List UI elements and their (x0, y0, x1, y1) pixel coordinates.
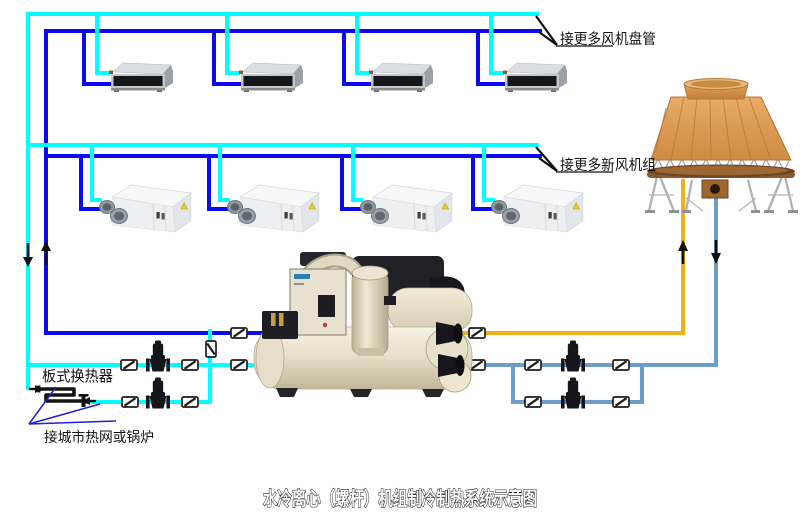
valve-icon (523, 395, 543, 409)
pump-icon (561, 377, 585, 409)
valve-icon (523, 358, 543, 372)
flow-arrow-left-icon (82, 397, 90, 405)
valve-icon (229, 358, 249, 372)
valve-icon (229, 326, 249, 340)
valve-icon (119, 358, 139, 372)
condenser-outlet-nozzle (453, 323, 463, 344)
valve-icon (467, 326, 487, 340)
fresh-air-unit-3 (360, 184, 453, 233)
valve-icon (611, 358, 631, 372)
flow-arrow-down-icon (23, 257, 33, 267)
cooling-water-supply-pipe (460, 179, 685, 335)
condenser-inlet-nozzle (455, 355, 465, 376)
valve-icon (204, 339, 218, 359)
pump-icon (561, 340, 585, 372)
chilled-return-main (44, 29, 542, 335)
label-more-fresh-air-units: 接更多新风机组 (560, 157, 656, 174)
diagram-title: 水冷离心（螺杆）机组制冷制热系统示意图 (263, 487, 537, 510)
flow-arrows (23, 240, 721, 405)
fresh-air-unit-1 (99, 184, 192, 233)
fan-coil-unit-2 (238, 62, 304, 93)
label-more-fan-coils: 接更多风机盘管 (560, 30, 656, 48)
valve-icon (180, 358, 200, 372)
label-city-heat-or-boiler: 接城市热网或锅炉 (44, 429, 154, 445)
flow-arrow-down-icon (711, 253, 721, 264)
valve-icon (611, 395, 631, 409)
cooling-tower (645, 78, 798, 213)
chiller-oil-separator (351, 271, 389, 355)
fresh-air-unit-2 (227, 184, 320, 233)
fan-coil-unit-4 (502, 62, 568, 93)
fresh-air-unit-4 (491, 184, 584, 233)
fan-coil-unit-3 (368, 62, 434, 93)
valve-icon (180, 395, 200, 409)
fan-coil-unit-1 (108, 62, 174, 93)
chiller-unit (253, 252, 473, 397)
boiler-leader-lines (28, 386, 117, 425)
plate-heat-exchanger-coil (37, 385, 89, 407)
valve-icon (120, 395, 140, 409)
flow-arrow-right-icon (35, 385, 43, 393)
flow-arrow-up-icon (678, 240, 688, 251)
callout-leaders (535, 15, 613, 173)
cooling-water-return-pipes (459, 197, 718, 404)
chilled-return-pipes (44, 29, 542, 335)
flow-arrow-up-icon (41, 241, 51, 251)
tower-body (650, 96, 792, 161)
tower-legs (647, 171, 795, 212)
label-plate-heat-exchanger: 板式换热器 (42, 367, 113, 385)
